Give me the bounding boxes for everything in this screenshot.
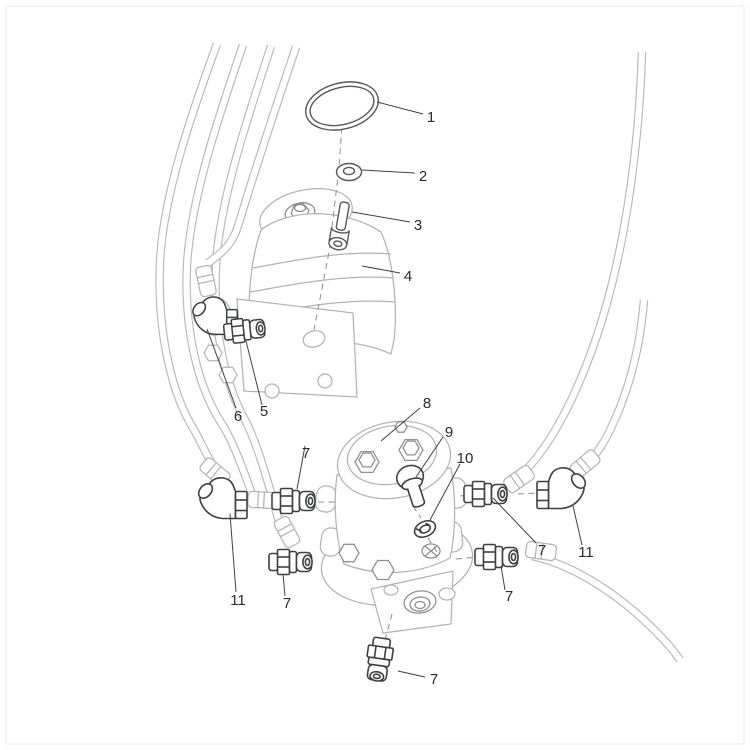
plug-bolt-9 bbox=[395, 464, 426, 508]
callout-7-right-upper: 7 bbox=[538, 542, 546, 559]
callout-2: 2 bbox=[419, 168, 427, 185]
assembly-centerline-upper bbox=[313, 95, 345, 331]
callout-3: 3 bbox=[414, 217, 422, 234]
callout-8: 8 bbox=[423, 395, 431, 412]
callout-9: 9 bbox=[445, 424, 453, 441]
straight-fitting-7-left-upper bbox=[271, 487, 316, 515]
socket-head-bolt bbox=[328, 201, 351, 251]
leader-lines bbox=[206, 101, 583, 678]
callout-7-left-lower: 7 bbox=[283, 595, 291, 612]
callout-7-left-upper: 7 bbox=[302, 445, 310, 462]
o-ring-large bbox=[304, 81, 380, 131]
callout-6: 6 bbox=[234, 408, 242, 425]
callout-7-bottom: 7 bbox=[430, 671, 438, 688]
straight-fitting-7-right-lower bbox=[474, 543, 519, 571]
seal-washer bbox=[335, 162, 363, 182]
callout-1: 1 bbox=[427, 109, 435, 126]
o-ring-small-10 bbox=[413, 519, 437, 539]
callout-11-right: 11 bbox=[578, 544, 594, 561]
elbow-fitting-11-left bbox=[195, 477, 248, 520]
right-hose-bundle bbox=[520, 51, 684, 663]
callout-10: 10 bbox=[457, 450, 474, 467]
image-border bbox=[5, 5, 745, 745]
callout-7-right-lower: 7 bbox=[505, 588, 513, 605]
left-hose-bundle bbox=[155, 42, 301, 524]
callout-11-left: 11 bbox=[230, 592, 246, 609]
callout-5: 5 bbox=[260, 403, 268, 420]
bottom-port bbox=[403, 590, 437, 614]
callout-labels: 1 2 3 4 5 6 7 8 9 10 7 11 7 11 7 7 bbox=[230, 109, 594, 688]
straight-fitting-7-left-lower bbox=[268, 548, 313, 576]
callout-4: 4 bbox=[404, 268, 412, 285]
lower-hydraulic-motor bbox=[314, 420, 474, 634]
straight-fitting-7-bottom bbox=[363, 635, 396, 684]
straight-fitting-7-right-upper bbox=[463, 480, 508, 508]
cross-screw bbox=[421, 543, 441, 559]
